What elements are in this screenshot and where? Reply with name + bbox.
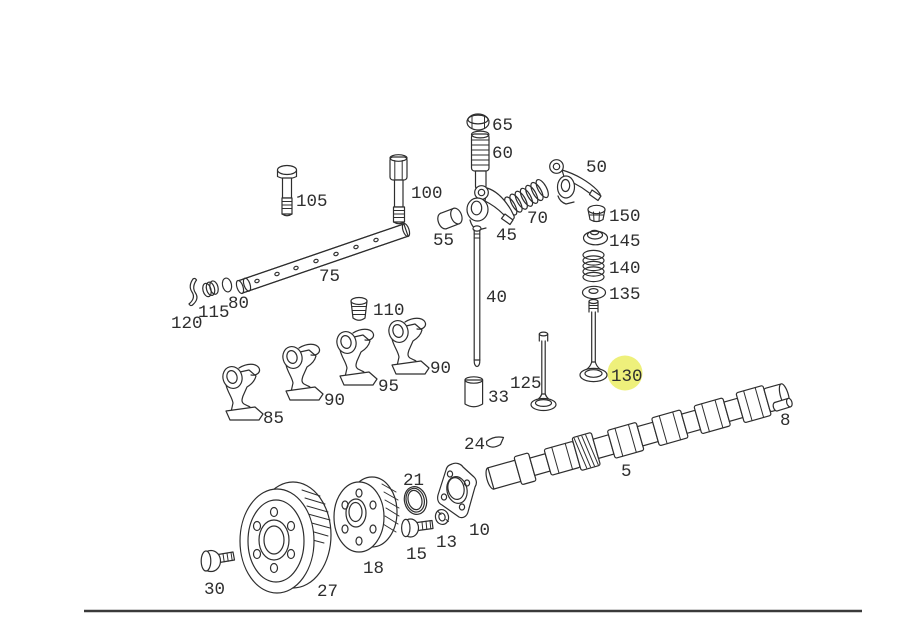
- part-label-30[interactable]: 30: [204, 580, 225, 600]
- valve-spring-140-drawing: [582, 249, 605, 283]
- part-label-15[interactable]: 15: [406, 545, 427, 565]
- spring-retainer-145-drawing: [582, 229, 609, 246]
- valve-keepers-150-drawing: [587, 204, 606, 223]
- rocker-shaft-75-drawing: [235, 222, 411, 295]
- adjusting-screw-60-drawing: [470, 130, 490, 191]
- part-label-145[interactable]: 145: [609, 232, 641, 252]
- part-label-95[interactable]: 95: [378, 377, 399, 397]
- part-label-10[interactable]: 10: [469, 521, 490, 541]
- bolt-100-drawing: [389, 154, 408, 225]
- bracket-95-drawing: [333, 328, 378, 386]
- tappet-55-drawing: [437, 207, 463, 230]
- part-label-90a[interactable]: 90: [324, 391, 345, 411]
- gear-18-drawing: [333, 476, 400, 553]
- part-label-13[interactable]: 13: [436, 533, 457, 553]
- part-label-8[interactable]: 8: [780, 411, 791, 431]
- lock-washer-13-drawing: [434, 508, 450, 526]
- pin-8-drawing: [772, 397, 793, 412]
- bracket-90a-drawing: [279, 343, 324, 401]
- part-label-120[interactable]: 120: [171, 314, 203, 334]
- woodruff-key-24-drawing: [485, 436, 505, 448]
- part-label-40[interactable]: 40: [486, 288, 507, 308]
- tappet-33-drawing: [464, 376, 484, 408]
- part-label-70[interactable]: 70: [527, 209, 548, 229]
- part-label-90b[interactable]: 90: [430, 359, 451, 379]
- part-label-24[interactable]: 24: [464, 435, 485, 455]
- rocker-arm-45-drawing: [466, 185, 515, 231]
- part-label-135[interactable]: 135: [609, 285, 641, 305]
- valve-130-drawing: [579, 298, 608, 383]
- part-label-21[interactable]: 21: [403, 471, 424, 491]
- flange-10-drawing: [437, 462, 477, 519]
- bolt-15-drawing: [400, 518, 434, 538]
- part-label-50[interactable]: 50: [586, 158, 607, 178]
- bolt-105-drawing: [276, 164, 298, 217]
- part-label-140[interactable]: 140: [609, 259, 641, 279]
- spring-70-drawing: [504, 178, 549, 216]
- part-label-5[interactable]: 5: [621, 462, 632, 482]
- clip-120-drawing: [188, 277, 198, 307]
- spring-washer-115-drawing: [202, 280, 219, 298]
- part-label-65[interactable]: 65: [492, 116, 513, 136]
- camshaft-5-drawing: [485, 383, 791, 490]
- part-label-115[interactable]: 115: [198, 303, 230, 323]
- nut-65-drawing: [466, 113, 490, 131]
- ring-80-drawing: [221, 277, 233, 293]
- part-label-60[interactable]: 60: [492, 144, 513, 164]
- bracket-90b-drawing: [385, 317, 430, 375]
- rocker-arm-50-drawing: [549, 159, 602, 205]
- pushrod-40-drawing: [472, 225, 482, 368]
- bolt-30-drawing: [200, 549, 236, 573]
- part-label-75[interactable]: 75: [319, 267, 340, 287]
- part-label-18[interactable]: 18: [363, 559, 384, 579]
- part-label-55[interactable]: 55: [433, 231, 454, 251]
- part-label-105[interactable]: 105: [296, 192, 328, 212]
- pulley-27-drawing: [239, 481, 332, 594]
- spring-seat-135-drawing: [581, 285, 607, 300]
- seal-ring-21-drawing: [403, 486, 428, 515]
- part-label-110[interactable]: 110: [373, 301, 405, 321]
- highlight-ellipse: [607, 355, 643, 391]
- bracket-85-drawing: [219, 363, 264, 421]
- plug-110-drawing: [350, 296, 368, 321]
- part-label-27[interactable]: 27: [317, 582, 338, 602]
- part-label-150[interactable]: 150: [609, 207, 641, 227]
- part-label-130-highlighted[interactable]: 130: [611, 367, 643, 387]
- part-label-33[interactable]: 33: [488, 388, 509, 408]
- part-label-125[interactable]: 125: [510, 374, 542, 394]
- part-label-100[interactable]: 100: [411, 184, 443, 204]
- part-label-85[interactable]: 85: [263, 409, 284, 429]
- part-label-80[interactable]: 80: [228, 294, 249, 314]
- valve-125-drawing: [530, 331, 557, 412]
- part-label-45[interactable]: 45: [496, 226, 517, 246]
